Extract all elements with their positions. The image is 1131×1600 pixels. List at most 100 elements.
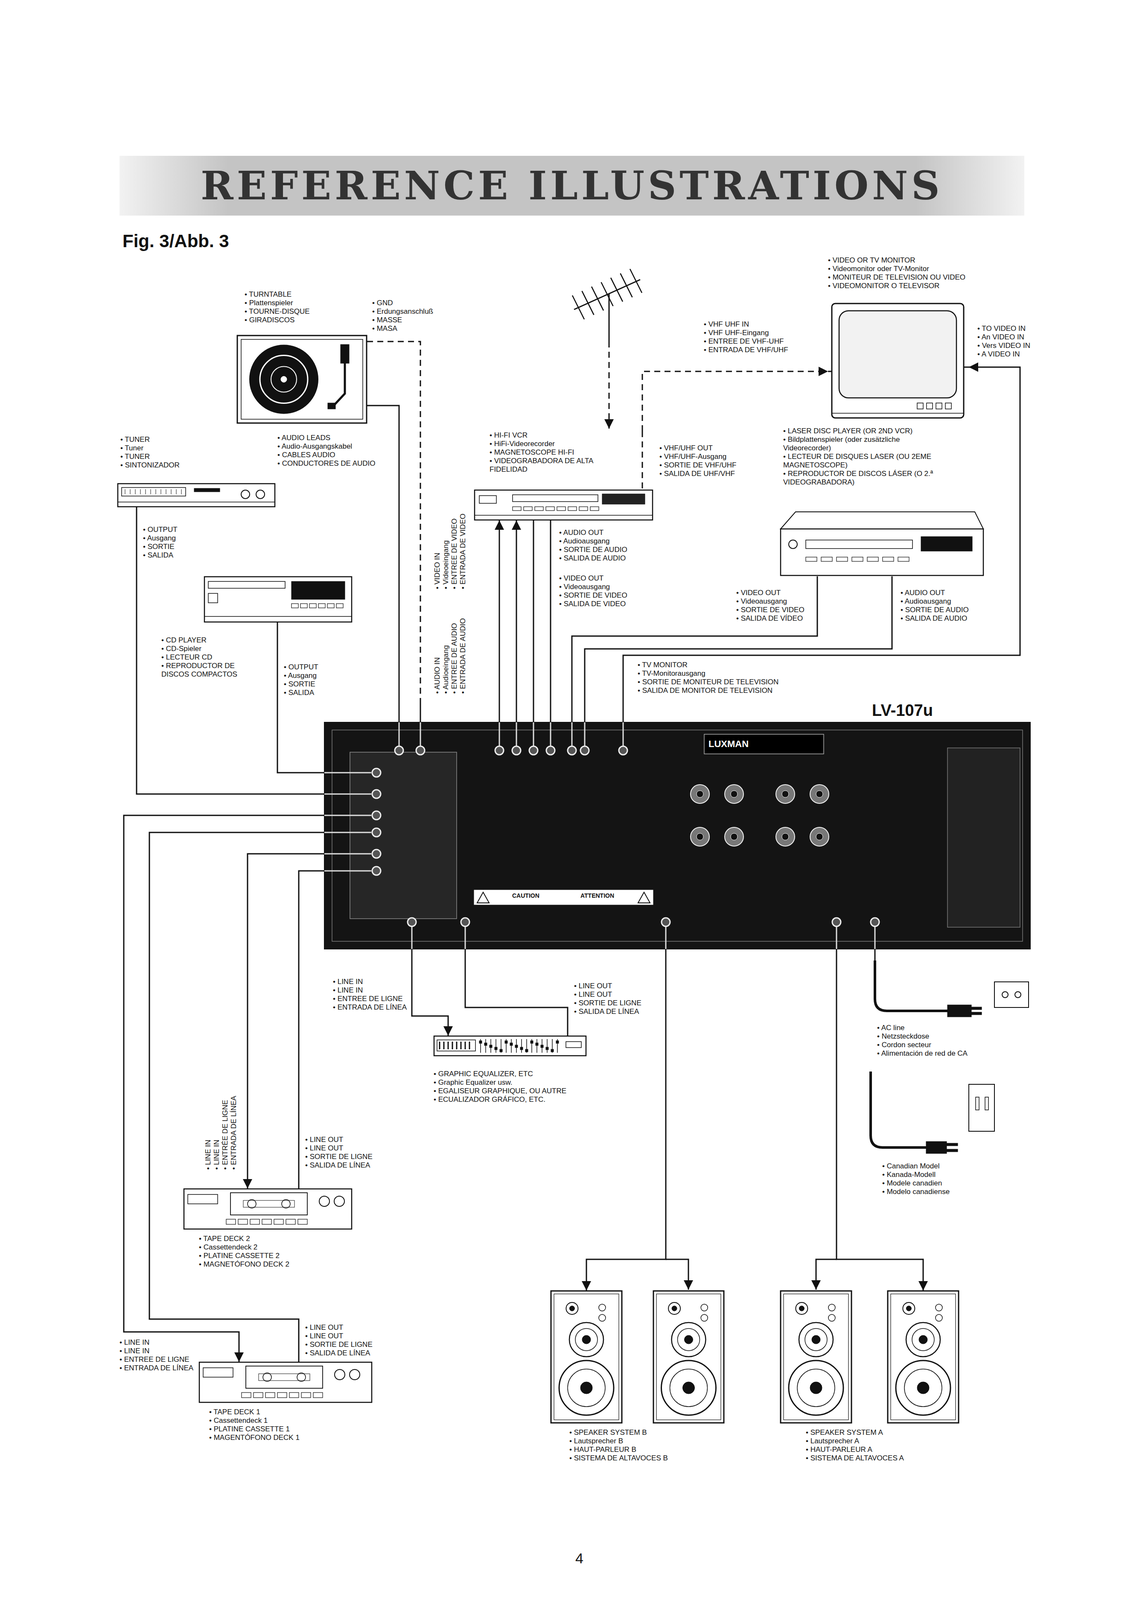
cd-button bbox=[336, 603, 344, 608]
wire bbox=[398, 699, 400, 723]
wire bbox=[571, 699, 573, 723]
transport-button bbox=[262, 1218, 272, 1225]
transport-button bbox=[297, 1218, 308, 1225]
device-label: • AC line• Netzsteckdose• Cordon secteur… bbox=[877, 1023, 1029, 1058]
dial-tick bbox=[150, 489, 152, 495]
device-name: • TAPE DECK 1 bbox=[209, 1407, 363, 1417]
wire bbox=[464, 926, 467, 949]
terminal-hole bbox=[730, 790, 738, 798]
connector bbox=[874, 948, 876, 961]
transport-button bbox=[313, 1392, 323, 1398]
device-illustration bbox=[183, 1188, 353, 1230]
device-name: LV-107u bbox=[871, 700, 1018, 720]
device: • SPEAKER SYSTEM B• Lautsprecher B• HAUT… bbox=[550, 1290, 725, 1470]
connection-label: • Videoausgang bbox=[736, 597, 805, 606]
lead bbox=[964, 366, 969, 368]
speaker-terminal bbox=[724, 784, 744, 804]
device: • TAPE DECK 2• Cassettendeck 2• PLATINE … bbox=[183, 1188, 353, 1274]
vcr-button bbox=[556, 506, 566, 511]
connection-label: • VHF/UHF-Ausgang bbox=[659, 452, 737, 461]
connection-label: Fig. 3/Abb. 3 bbox=[122, 230, 230, 252]
tweeter bbox=[795, 1302, 808, 1315]
dial-tick bbox=[145, 489, 146, 495]
display-bar bbox=[456, 1041, 458, 1050]
vcr-display bbox=[602, 493, 645, 505]
plug-prong bbox=[971, 1011, 982, 1015]
wire bbox=[665, 926, 667, 949]
device-name: • MAGNETOSCOPE HI-FI bbox=[489, 448, 618, 457]
terminal-hole bbox=[816, 833, 823, 840]
device-name: • MAGENTÓFONO DECK 1 bbox=[209, 1433, 363, 1442]
slider-knob bbox=[525, 1049, 528, 1052]
rca-jack bbox=[394, 746, 404, 755]
platter-ring bbox=[259, 355, 308, 404]
connection-label: • AUDIO OUT bbox=[900, 588, 969, 598]
label-group: • OUTPUT• Ausgang• SORTIE• SALIDA bbox=[283, 662, 319, 697]
device-name: • TUNER bbox=[120, 452, 266, 461]
rca-jack bbox=[372, 768, 381, 777]
device-name: • VIDEOGRABADORA DE ALTA FIDELIDAD bbox=[489, 456, 618, 474]
device-name: • CD PLAYER bbox=[161, 635, 249, 645]
wire bbox=[324, 853, 372, 855]
device-illustration bbox=[236, 335, 368, 424]
wire bbox=[533, 722, 535, 747]
rca-jack bbox=[580, 746, 589, 755]
tweeter bbox=[902, 1302, 915, 1315]
woofer bbox=[661, 1360, 717, 1415]
disc-tray bbox=[805, 539, 913, 549]
vcr-button bbox=[579, 506, 588, 511]
wire bbox=[324, 793, 372, 795]
player-front bbox=[780, 528, 984, 576]
wire bbox=[550, 699, 552, 723]
cd-button bbox=[318, 603, 326, 608]
wire bbox=[419, 699, 422, 723]
device: LV-107u bbox=[324, 699, 1031, 949]
slider-knob bbox=[540, 1044, 544, 1048]
level-control bbox=[935, 1303, 943, 1311]
device-name: • Tuner bbox=[120, 443, 266, 453]
label-group: • VHF UHF IN• VHF UHF-Eingang• ENTREE DE… bbox=[703, 320, 789, 355]
connector bbox=[411, 948, 449, 1036]
device-label: • LASER DISC PLAYER (OR 2ND VCR)• Bildpl… bbox=[783, 426, 937, 487]
label-group: • VIDEO OUT• Videoausgang• SORTIE DE VID… bbox=[736, 588, 805, 623]
tonearm bbox=[332, 360, 345, 407]
connection-label: • SORTIE DE AUDIO bbox=[900, 605, 969, 615]
equalizer-display bbox=[437, 1039, 476, 1051]
outlet-socket bbox=[1014, 991, 1021, 998]
title-band bbox=[119, 155, 1025, 216]
tv-screen bbox=[839, 310, 957, 398]
level-control bbox=[598, 1303, 606, 1311]
device-name: • Modelo canadiense bbox=[882, 1187, 998, 1196]
dust-cap bbox=[811, 1335, 821, 1344]
level-control bbox=[935, 1314, 943, 1321]
connection-label: • LINE OUT bbox=[305, 1135, 373, 1144]
tv-cabinet bbox=[831, 303, 964, 418]
cd-button bbox=[291, 603, 299, 608]
connection-label: • ENTREE DE LIGNE bbox=[332, 994, 407, 1003]
label-group: • LINE IN• LINE IN• ENTRÉE DE LIGNE• ENT… bbox=[204, 1095, 239, 1170]
antenna-mast bbox=[608, 293, 610, 342]
wire bbox=[498, 699, 501, 723]
connection-label: • TO VIDEO IN bbox=[977, 324, 1031, 333]
antenna bbox=[572, 268, 642, 342]
power-cord bbox=[870, 1071, 927, 1148]
wire bbox=[324, 814, 372, 817]
label-group: Fig. 3/Abb. 3 bbox=[122, 230, 230, 252]
tv-button bbox=[945, 402, 952, 409]
connection-label: • ENTREE DE AUDIO bbox=[450, 617, 459, 694]
panel-frame bbox=[332, 729, 1023, 942]
tweeter-dome bbox=[906, 1305, 912, 1311]
cassette-window bbox=[258, 1373, 310, 1381]
connection-label: • SALIDA DE VIDEO bbox=[559, 599, 628, 609]
tuner-body bbox=[117, 483, 275, 507]
wire bbox=[533, 699, 535, 723]
wire bbox=[584, 699, 586, 723]
wire bbox=[324, 870, 372, 872]
connector bbox=[836, 948, 924, 1291]
device-name: • REPRODUCTOR DE DISCOS LÁSER (O 2.ª VID… bbox=[783, 469, 937, 487]
slider-track bbox=[485, 1038, 487, 1053]
device-name: • HAUT-PARLEUR B bbox=[569, 1445, 723, 1454]
headshell bbox=[327, 402, 336, 409]
wire bbox=[498, 722, 501, 747]
connection-label: • LINE IN bbox=[332, 977, 407, 986]
